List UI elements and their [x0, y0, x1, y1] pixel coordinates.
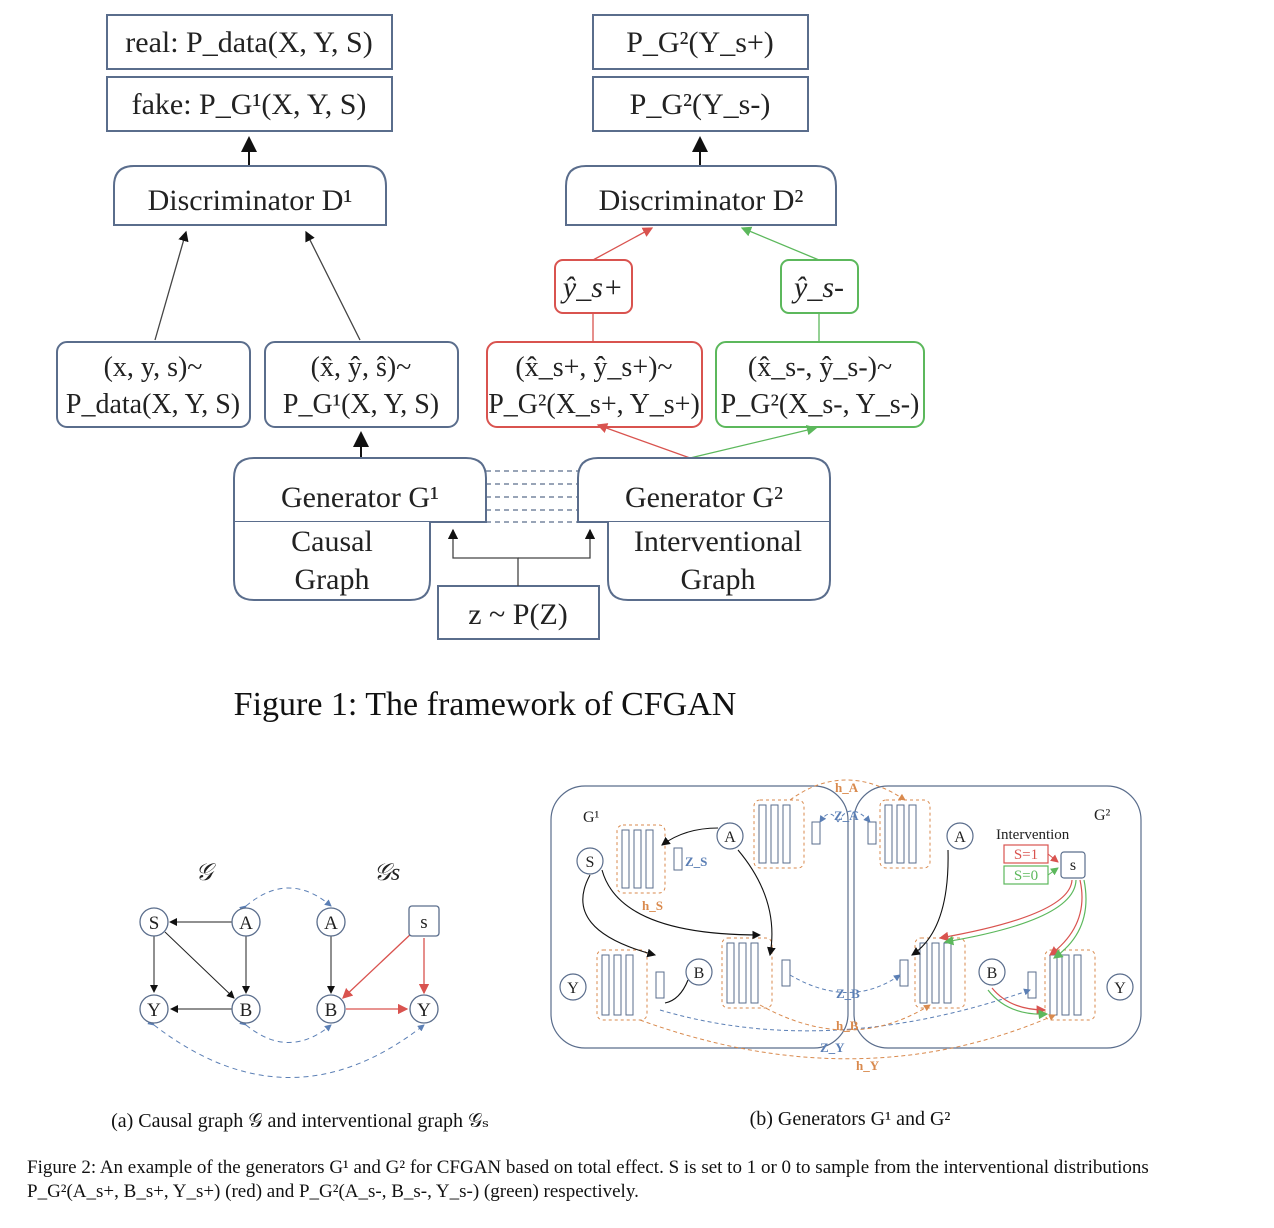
pg2-ys-minus-box [592, 76, 809, 132]
node-S-left-label: S [149, 913, 160, 934]
node-A-left-label: A [239, 913, 253, 934]
sample-g2-minus-line2: P_G²(X_s-, Y_s-) [721, 389, 920, 420]
noise-label: z ~ P(Z) [468, 598, 568, 631]
generator-2-sub-2: Graph [681, 563, 756, 596]
sample-g2-plus-line2: P_G²(X_s+, Y_s+) [488, 389, 700, 420]
figure-2-caption: Figure 2: An example of the generators G… [27, 1157, 1149, 1202]
node-S-g1 [576, 847, 604, 875]
sample-g1-line1: (x̂, ŷ, ŝ)~ [311, 352, 412, 383]
z-y-label: Z_Y [820, 1040, 845, 1055]
node-B-left-label: B [240, 1000, 253, 1021]
y-hat-s-plus-label: ŷ_s+ [560, 271, 623, 304]
node-B-left [231, 994, 261, 1024]
figure-2a-caption: (a) Causal graph 𝒢 and interventional gr… [111, 1110, 489, 1132]
node-Y-g2-label: Y [1114, 980, 1126, 997]
s1-label: S=1 [1014, 847, 1038, 863]
sample-g2-plus-box [486, 341, 703, 428]
intervention-label: Intervention [996, 827, 1070, 843]
generator-2-label: Generator G² [625, 481, 783, 514]
graph-gs-label: 𝒢s [374, 860, 400, 886]
generator-1-body [233, 522, 431, 601]
h-b-label: h_B [836, 1018, 859, 1033]
sample-g1-line2: P_G¹(X, Y, S) [283, 389, 439, 420]
z-b-label: Z_B [836, 986, 860, 1001]
node-Y-right [409, 994, 439, 1024]
figure-2b-caption: (b) Generators G¹ and G² [749, 1108, 951, 1130]
z-s-label: Z_S [685, 854, 707, 869]
real-box [106, 14, 393, 70]
node-s-right [408, 905, 440, 937]
g1-panel [550, 785, 849, 1049]
discriminator-2-label: Discriminator D² [599, 184, 804, 217]
generator-1-sub-2: Graph [295, 563, 370, 596]
node-A-left [231, 907, 261, 937]
pg2-ys-plus-box [592, 14, 809, 70]
graph-g-label: 𝒢 [195, 860, 216, 886]
s0-label: S=0 [1014, 868, 1038, 884]
figure-1-caption: Figure 1: The framework of CFGAN [233, 686, 737, 723]
generator-1-sub-1: Causal [291, 525, 373, 558]
discriminator-1 [113, 165, 387, 226]
z-a-label: Z_A [834, 808, 859, 823]
node-Y-g2 [1106, 973, 1134, 1001]
sample-real-line2: P_data(X, Y, S) [66, 389, 240, 420]
generator-2-header [577, 457, 831, 523]
sample-g2-minus-box [715, 341, 925, 428]
sample-real-box [56, 341, 251, 428]
node-s-g2-label: s [1070, 857, 1076, 874]
node-Y-g1-label: Y [567, 980, 579, 997]
node-B-g1-label: B [694, 965, 705, 982]
fake-box-label: fake: P_G¹(X, Y, S) [132, 88, 367, 121]
node-A-right [316, 907, 346, 937]
pg2-ys-minus-label: P_G²(Y_s-) [630, 88, 771, 121]
generator-1-label: Generator G¹ [281, 481, 439, 514]
real-box-label: real: P_data(X, Y, S) [125, 26, 372, 59]
node-A-g2-label: A [954, 829, 966, 846]
node-s-g2 [1060, 851, 1086, 879]
node-B-right [316, 994, 346, 1024]
h-s-label: h_S [642, 898, 663, 913]
node-B-g2-label: B [987, 965, 998, 982]
sample-real-line1: (x, y, s)~ [104, 352, 203, 383]
node-Y-right-label: Y [417, 1000, 431, 1021]
generator-2-sub-1: Interventional [634, 525, 802, 558]
noise-box [437, 585, 600, 640]
node-B-g2 [978, 958, 1006, 986]
node-Y-left [139, 994, 169, 1024]
discriminator-2 [565, 165, 837, 226]
pg2-ys-plus-label: P_G²(Y_s+) [626, 26, 774, 59]
g1-label: G¹ [583, 809, 600, 826]
g2-panel [853, 785, 1142, 1049]
node-B-g1 [685, 958, 713, 986]
sample-g2-plus-line1: (x̂_s+, ŷ_s+)~ [515, 352, 672, 383]
h-a-label: h_A [835, 780, 859, 795]
node-A-right-label: A [324, 913, 338, 934]
node-S-left [139, 907, 169, 937]
node-A-g1-label: A [724, 829, 736, 846]
generator-2-body [607, 522, 831, 601]
discriminator-1-label: Discriminator D¹ [148, 184, 353, 217]
generator-1-header [233, 457, 487, 523]
sample-g2-minus-line1: (x̂_s-, ŷ_s-)~ [748, 352, 892, 383]
y-hat-s-minus-label: ŷ_s- [791, 271, 844, 304]
node-s-right-label: s [420, 912, 427, 933]
node-A-g1 [716, 822, 744, 850]
node-B-right-label: B [325, 1000, 338, 1021]
fake-box [106, 76, 393, 132]
node-Y-g1 [559, 973, 587, 1001]
g2-label: G² [1094, 807, 1111, 824]
node-Y-left-label: Y [147, 1000, 161, 1021]
node-S-g1-label: S [586, 854, 595, 871]
h-y-label: h_Y [856, 1058, 880, 1073]
node-A-g2 [946, 822, 974, 850]
sample-g1-box [264, 341, 459, 428]
